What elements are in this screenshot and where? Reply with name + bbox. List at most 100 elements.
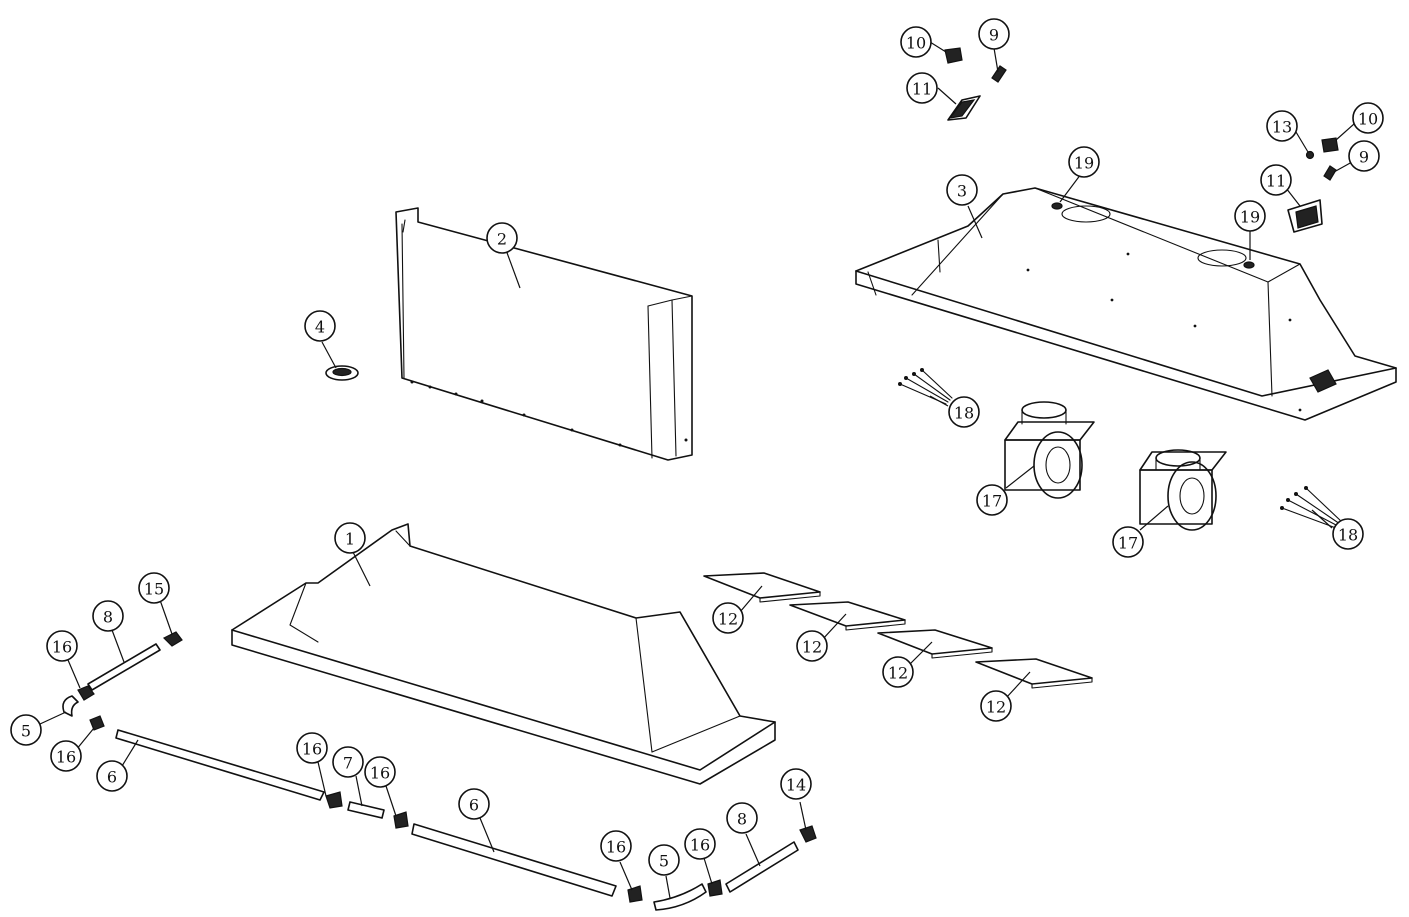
callout-label: 12: [986, 698, 1006, 717]
callout-circle: [1234, 200, 1266, 232]
callout-c6a: 6: [96, 760, 128, 792]
callout-circle: [1348, 140, 1380, 172]
callout-label: 11: [1266, 172, 1286, 191]
callout-circle: [780, 768, 812, 800]
callout-circle: [726, 802, 758, 834]
part-corner-5a: [62, 695, 79, 717]
part-filter-2: [789, 601, 906, 631]
part-corner-5b: [653, 883, 707, 911]
callout-c2: 2: [486, 222, 518, 254]
callout-c16d: 16: [364, 756, 396, 788]
callout-label: 19: [1074, 154, 1094, 173]
callout-c12a: 12: [712, 602, 744, 634]
part-switch-9b: [1323, 165, 1337, 181]
callout-c19a: 19: [1068, 146, 1100, 178]
callout-c10a: 10: [900, 26, 932, 58]
callout-label: 16: [606, 838, 626, 857]
callout-circle: [948, 396, 980, 428]
part-rail-6b: [411, 823, 617, 897]
callout-label: 14: [786, 776, 806, 795]
callout-label: 10: [906, 34, 926, 53]
callout-circle: [796, 630, 828, 662]
callout-label: 6: [107, 768, 117, 787]
part-connector-16d: [393, 811, 409, 829]
callout-c3: 3: [946, 174, 978, 206]
part-bezel-11b: [1287, 199, 1323, 233]
callout-label: 12: [802, 638, 822, 657]
callout-c8b: 8: [726, 802, 758, 834]
callout-label: 12: [718, 610, 738, 629]
callout-circle: [364, 756, 396, 788]
callout-c9b: 9: [1348, 140, 1380, 172]
part-clip-14: [799, 825, 817, 843]
callout-circle: [976, 484, 1008, 516]
part-filter-1: [703, 572, 821, 603]
callout-circle: [296, 732, 328, 764]
callout-c18b: 18: [1332, 518, 1364, 550]
callout-circle: [1112, 526, 1144, 558]
callout-circle: [1260, 164, 1292, 196]
part-connector-16e: [627, 885, 643, 903]
callout-label: 18: [954, 404, 974, 423]
part-filter-4: [975, 658, 1093, 689]
callout-label: 6: [469, 796, 479, 815]
callout-circle: [50, 740, 82, 772]
callout-label: 17: [982, 492, 1002, 511]
callout-circle: [334, 522, 366, 554]
callout-c6b: 6: [458, 788, 490, 820]
callout-circle: [978, 18, 1010, 50]
part-connector-16c: [325, 791, 343, 809]
callout-c12d: 12: [980, 690, 1012, 722]
callout-label: 1: [345, 530, 355, 549]
callout-circle: [882, 656, 914, 688]
part-rail-7: [347, 801, 385, 819]
callout-label: 10: [1358, 110, 1378, 129]
callout-c16f: 16: [684, 828, 716, 860]
callout-label: 4: [315, 318, 325, 337]
callout-label: 16: [690, 836, 710, 855]
callout-label: 8: [103, 608, 113, 627]
callout-circle: [600, 830, 632, 862]
part-rail-8b: [725, 841, 799, 893]
part-screws-right: [1280, 486, 1343, 529]
callout-c5a: 5: [10, 714, 42, 746]
callout-c5b: 5: [648, 844, 680, 876]
callout-circle: [684, 828, 716, 860]
callout-circle: [332, 746, 364, 778]
callout-c15: 15: [138, 572, 170, 604]
callout-circle: [486, 222, 518, 254]
callout-c17b: 17: [1112, 526, 1144, 558]
callout-c16b: 16: [50, 740, 82, 772]
callout-circle: [1332, 518, 1364, 550]
callout-c19b: 19: [1234, 200, 1266, 232]
part-blower-left: [1004, 401, 1095, 499]
callout-label: 11: [912, 80, 932, 99]
leader-lines: [39, 41, 1355, 899]
callout-c16c: 16: [296, 732, 328, 764]
callout-label: 8: [737, 810, 747, 829]
callout-circle: [1352, 102, 1384, 134]
part-rail-8a: [87, 643, 161, 691]
callout-c11a: 11: [906, 72, 938, 104]
callout-c12b: 12: [796, 630, 828, 662]
part-screw-13: [1305, 150, 1315, 160]
callout-c4: 4: [304, 310, 336, 342]
callout-label: 7: [343, 754, 353, 773]
callout-label: 17: [1118, 534, 1138, 553]
callout-label: 3: [957, 182, 967, 201]
callout-label: 16: [52, 638, 72, 657]
callout-label: 18: [1338, 526, 1358, 545]
callout-circle: [458, 788, 490, 820]
callout-label: 5: [659, 852, 669, 871]
callout-label: 19: [1240, 208, 1260, 227]
callout-circle: [304, 310, 336, 342]
callout-c1: 1: [334, 522, 366, 554]
callout-circle: [946, 174, 978, 206]
callout-label: 5: [21, 722, 31, 741]
callout-circle: [138, 572, 170, 604]
callout-circle: [46, 630, 78, 662]
callout-label: 16: [56, 748, 76, 767]
part-bezel-11a: [947, 95, 981, 121]
callout-c17a: 17: [976, 484, 1008, 516]
